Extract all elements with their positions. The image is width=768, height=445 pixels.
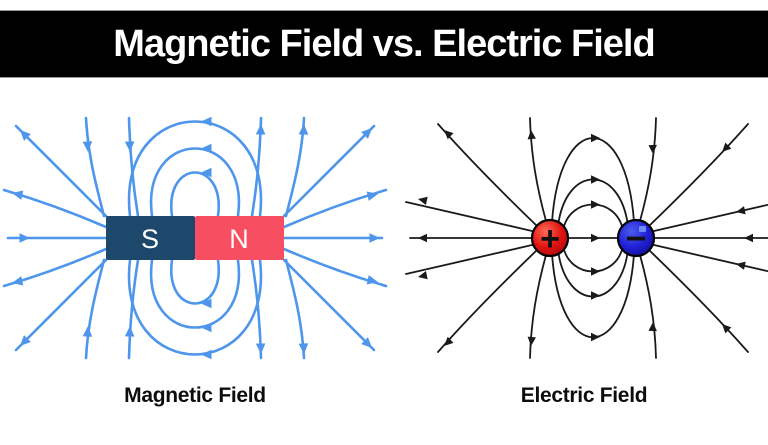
header-bar: Magnetic Field vs. Electric Field xyxy=(0,10,768,78)
bar-magnet: S N xyxy=(106,216,284,260)
caption-electric: Electric Field xyxy=(520,384,648,407)
magnetic-field-diagram: S N xyxy=(2,116,388,360)
caption-magnetic: Magnetic Field xyxy=(124,384,266,407)
page-title: Magnetic Field vs. Electric Field xyxy=(113,22,655,65)
electric-field-diagram: + − xyxy=(405,117,768,359)
electric-field-lines xyxy=(405,117,768,359)
south-pole xyxy=(106,216,195,260)
north-pole-label: N xyxy=(229,224,249,254)
plus-sign: + xyxy=(540,220,560,258)
charge-highlight xyxy=(639,226,646,232)
minus-sign: − xyxy=(625,218,646,259)
south-pole-label: S xyxy=(141,224,159,254)
north-pole xyxy=(195,216,284,260)
negative-charge: − xyxy=(616,218,656,259)
positive-charge: + xyxy=(530,218,570,258)
